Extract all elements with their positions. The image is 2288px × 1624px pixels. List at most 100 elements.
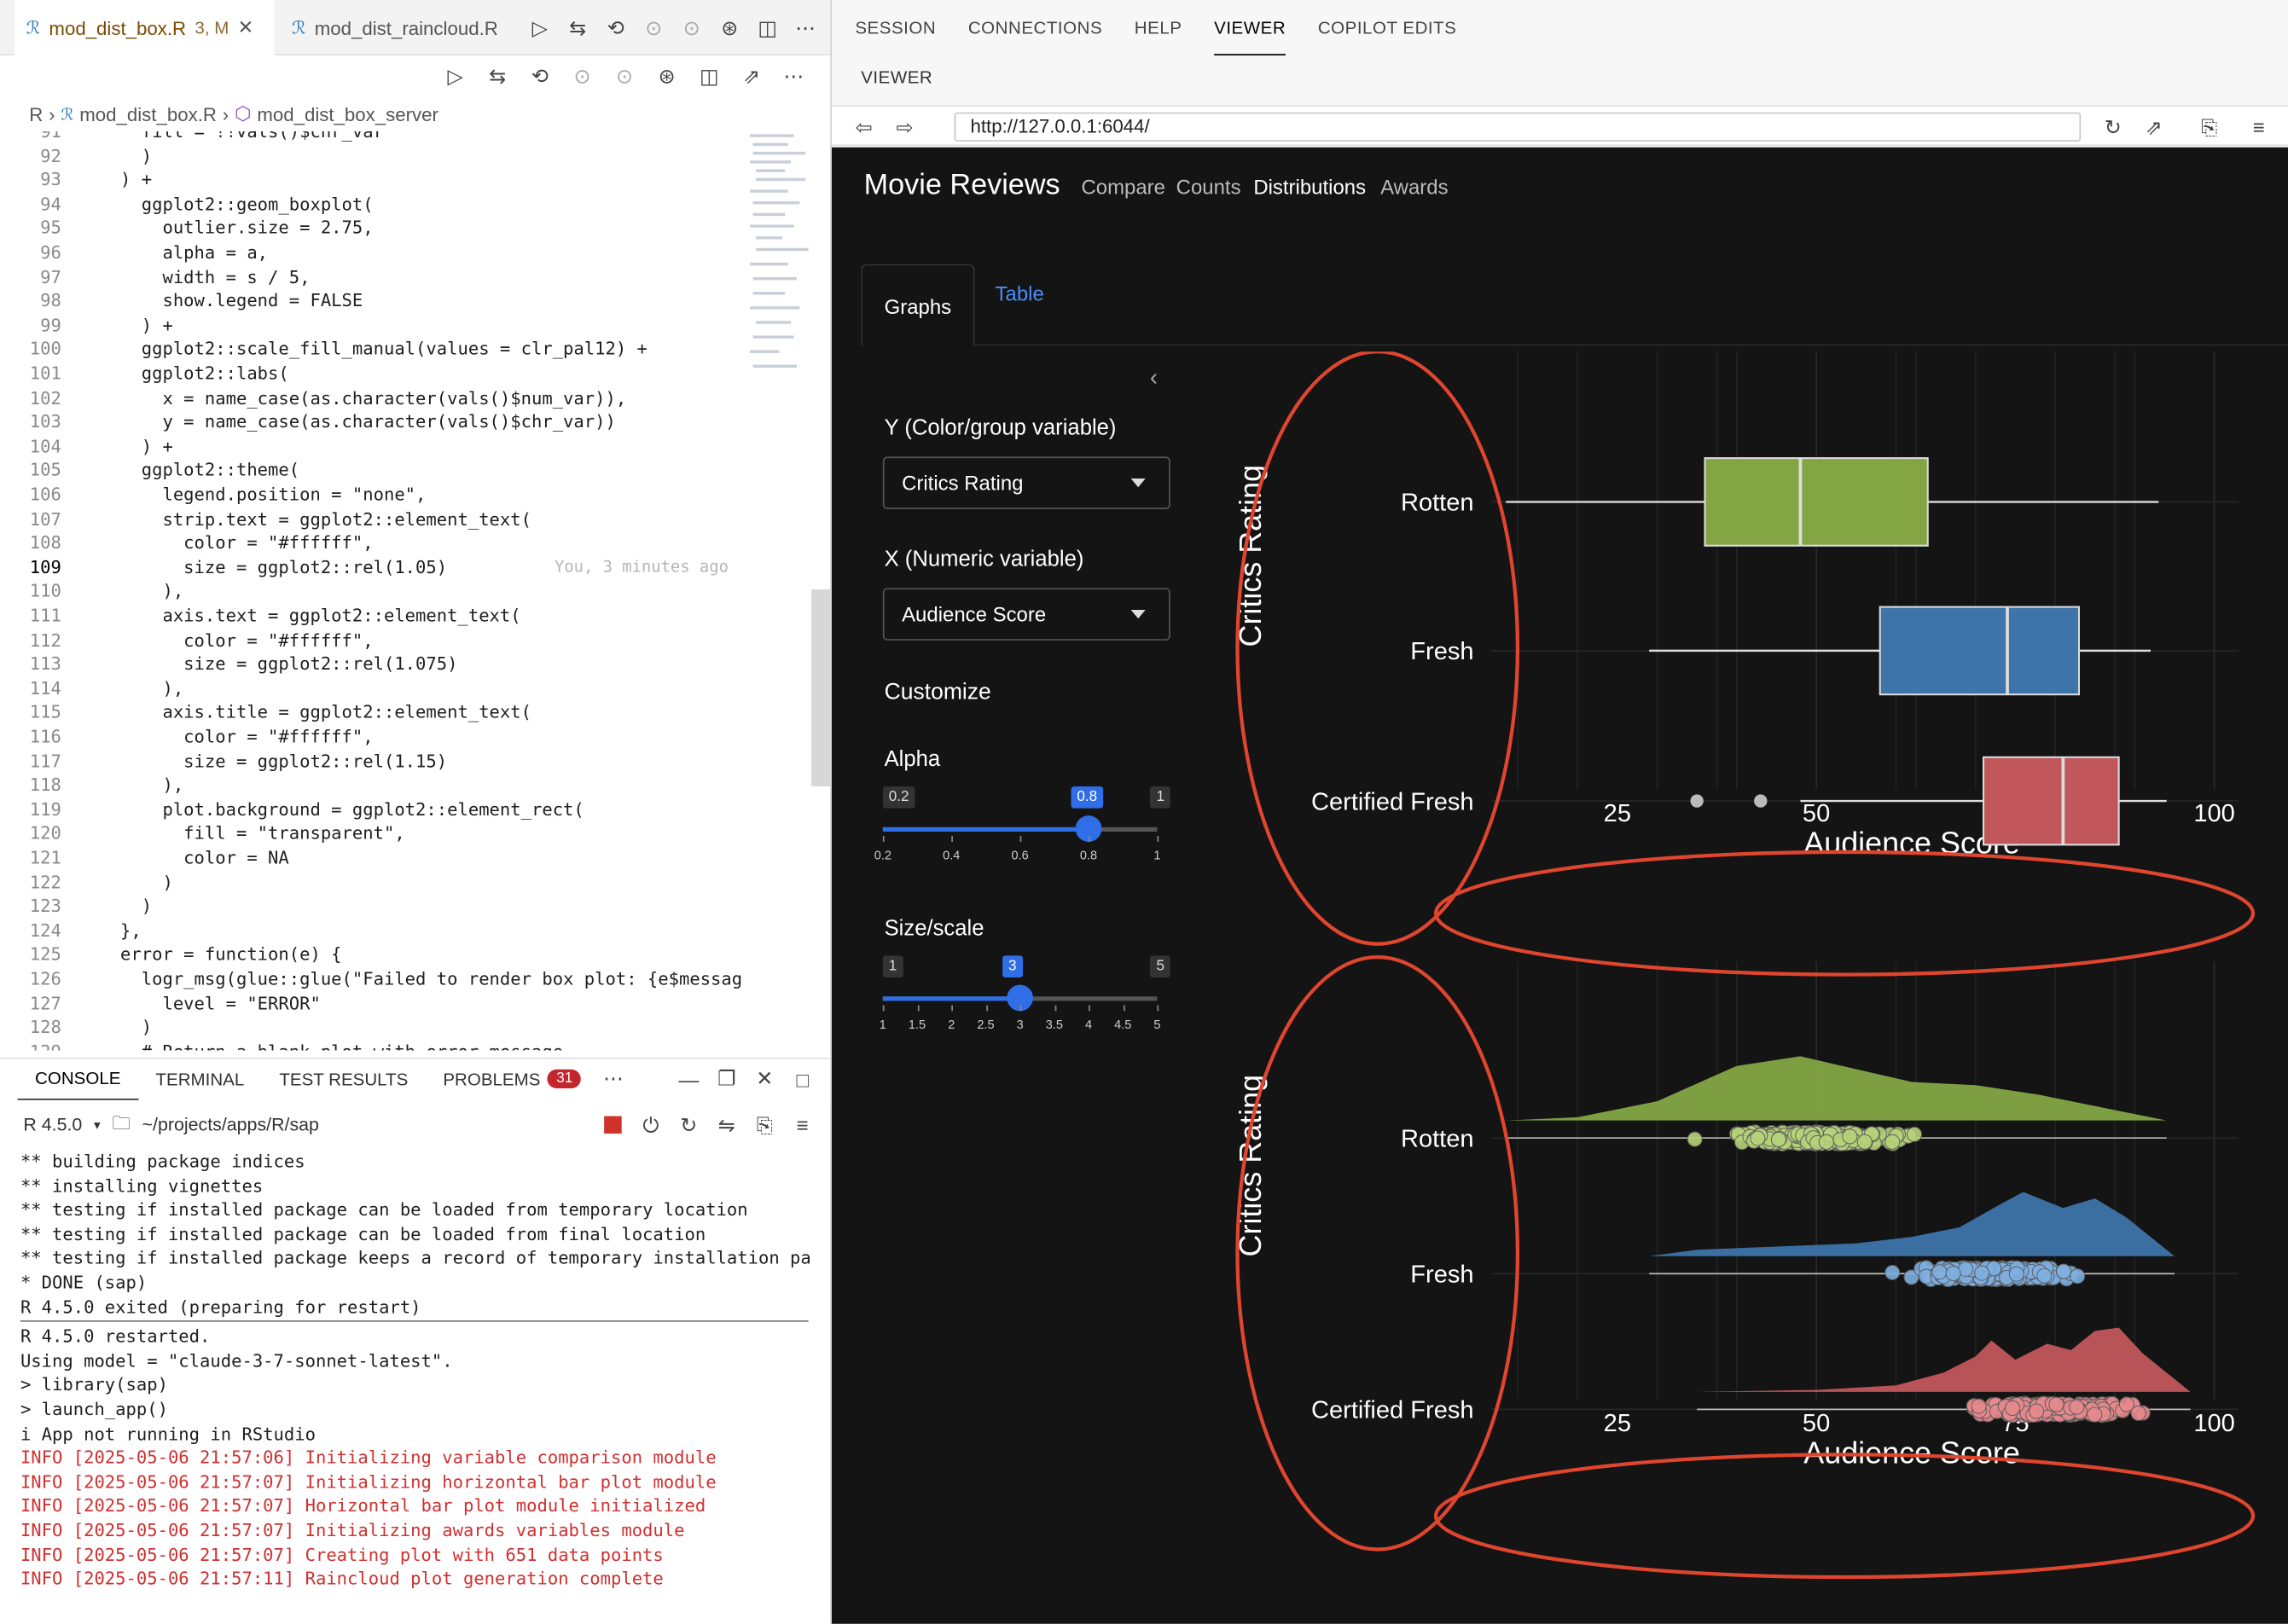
- close-icon[interactable]: ✕: [237, 15, 254, 38]
- tab-console[interactable]: CONSOLE: [17, 1058, 138, 1099]
- app-brand[interactable]: Movie Reviews: [863, 169, 1060, 202]
- forward-icon[interactable]: ⇨: [896, 114, 914, 138]
- code-line[interactable]: 116 color = "#ffffff",: [0, 725, 744, 749]
- git-icon[interactable]: ⊛: [658, 63, 676, 87]
- source-icon[interactable]: ⇆: [569, 14, 587, 39]
- interrupt-icon[interactable]: ⇋: [717, 1112, 735, 1136]
- previous-change-icon[interactable]: ⊙: [573, 63, 591, 87]
- restore-icon[interactable]: ❐: [717, 1066, 736, 1090]
- x-variable-select[interactable]: Audience Score: [882, 588, 1170, 641]
- tab-table[interactable]: Table: [995, 281, 1044, 305]
- code-line[interactable]: 124 },: [0, 919, 744, 942]
- code-line[interactable]: 127 level = "ERROR": [0, 991, 744, 1015]
- source-icon[interactable]: ⇆: [489, 63, 507, 87]
- tab-connections[interactable]: CONNECTIONS: [967, 17, 1103, 38]
- tab-copilot-edits[interactable]: COPILOT EDITS: [1317, 17, 1457, 38]
- editor-scrollbar[interactable]: [811, 589, 831, 786]
- tab-test-results[interactable]: TEST RESULTS: [279, 1068, 409, 1089]
- code-line[interactable]: 120 fill = "transparent",: [0, 822, 744, 846]
- code-line[interactable]: 119 plot.background = ggplot2::element_r…: [0, 798, 744, 821]
- code-line[interactable]: 122 ): [0, 870, 744, 894]
- y-variable-select[interactable]: Critics Rating: [882, 456, 1170, 509]
- code-line[interactable]: 105 ggplot2::theme(: [0, 459, 744, 483]
- next-change-icon[interactable]: ⊙: [616, 63, 634, 87]
- more-icon[interactable]: ⋯: [603, 1066, 624, 1090]
- code-line[interactable]: 103 y = name_case(as.character(vals()$ch…: [0, 410, 744, 434]
- code-line[interactable]: 115 axis.title = ggplot2::element_text(: [0, 701, 744, 725]
- nav-counts[interactable]: Counts: [1176, 175, 1241, 199]
- code-line[interactable]: 114 ),: [0, 676, 744, 700]
- code-line[interactable]: 96 alpha = a,: [0, 241, 744, 264]
- code-line[interactable]: 117 size = ggplot2::rel(1.15): [0, 750, 744, 774]
- code-line[interactable]: 101 ggplot2::labs(: [0, 362, 744, 386]
- code-line[interactable]: 112 color = "#ffffff",: [0, 629, 744, 652]
- split-editor-icon[interactable]: ◫: [758, 14, 778, 39]
- run-icon[interactable]: ▷: [447, 63, 463, 87]
- split-editor-icon[interactable]: ◫: [699, 63, 719, 87]
- code-line[interactable]: 113 size = ggplot2::rel(1.075): [0, 652, 744, 676]
- code-line[interactable]: 128 ): [0, 1016, 744, 1040]
- code-line[interactable]: 97 width = s / 5,: [0, 265, 744, 289]
- compare-icon[interactable]: ⟲: [607, 14, 624, 39]
- code-line[interactable]: 104 ) +: [0, 434, 744, 458]
- tab-session[interactable]: SESSION: [855, 17, 937, 38]
- git-icon[interactable]: ⊛: [721, 14, 739, 39]
- more-icon[interactable]: ⋯: [783, 63, 804, 87]
- console-output[interactable]: ** building package indices** installing…: [0, 1150, 811, 1616]
- code-line[interactable]: 109 size = ggplot2::rel(1.05)You, 3 minu…: [0, 555, 744, 579]
- code-line[interactable]: 126 logr_msg(glue::glue("Failed to rende…: [0, 967, 744, 991]
- power-icon[interactable]: ⏻: [642, 1112, 659, 1136]
- nav-compare[interactable]: Compare: [1081, 175, 1165, 199]
- code-line[interactable]: 118 ),: [0, 774, 744, 798]
- code-line[interactable]: 100 ggplot2::scale_fill_manual(values = …: [0, 338, 744, 362]
- code-line[interactable]: 111 axis.text = ggplot2::element_text(: [0, 604, 744, 628]
- code-line[interactable]: 106 legend.position = "none",: [0, 483, 744, 507]
- clear-console-icon[interactable]: ≡: [796, 1113, 809, 1137]
- tab-graphs[interactable]: Graphs: [861, 264, 975, 346]
- collapse-sidebar-icon[interactable]: ‹: [1149, 366, 1158, 392]
- reload-icon[interactable]: ↻: [2104, 114, 2122, 138]
- run-icon[interactable]: ▷: [531, 14, 549, 39]
- url-input[interactable]: http://127.0.0.1:6044/: [954, 112, 2082, 142]
- code-line[interactable]: 108 color = "#ffffff",: [0, 531, 744, 555]
- tab-help[interactable]: HELP: [1134, 17, 1182, 38]
- menu-icon[interactable]: ≡: [2252, 115, 2265, 139]
- nav-awards[interactable]: Awards: [1380, 175, 1449, 199]
- code-editor[interactable]: 91 fill = !!vals()$chr_var92 )93 ) +94 g…: [0, 131, 744, 1051]
- code-line[interactable]: 92 ): [0, 144, 744, 168]
- code-line[interactable]: 129 # Return a blank plot with error mes…: [0, 1040, 744, 1051]
- code-line[interactable]: 94 ggplot2::geom_boxplot(: [0, 192, 744, 216]
- next-change-icon[interactable]: ⊙: [682, 14, 700, 39]
- minimize-icon[interactable]: —: [678, 1067, 700, 1091]
- back-icon[interactable]: ⇦: [855, 114, 873, 138]
- code-line[interactable]: 93 ) +: [0, 168, 744, 192]
- close-icon[interactable]: ✕: [756, 1066, 774, 1090]
- code-line[interactable]: 99 ) +: [0, 313, 744, 337]
- code-line[interactable]: 123 ): [0, 895, 744, 919]
- editor-tab-mod-dist-raincloud[interactable]: ℛ mod_dist_raincloud.R: [292, 16, 498, 39]
- stop-icon[interactable]: [598, 1111, 627, 1140]
- open-external-icon[interactable]: ⇗: [2145, 114, 2163, 138]
- minimap[interactable]: [744, 131, 814, 394]
- editor-tab-mod-dist-box[interactable]: ℛ mod_dist_box.R 3, M ✕: [15, 0, 275, 55]
- r-version-select[interactable]: R 4.5.0: [23, 1114, 83, 1135]
- code-line[interactable]: 110 ),: [0, 580, 744, 604]
- code-line[interactable]: 91 fill = !!vals()$chr_var: [0, 131, 744, 144]
- open-external-icon[interactable]: ⇗: [742, 63, 760, 87]
- previous-change-icon[interactable]: ⊙: [645, 14, 663, 39]
- restart-icon[interactable]: ↻: [680, 1112, 698, 1136]
- nav-distributions[interactable]: Distributions: [1253, 175, 1367, 199]
- code-line[interactable]: 121 color = NA: [0, 846, 744, 870]
- code-line[interactable]: 98 show.legend = FALSE: [0, 289, 744, 313]
- more-icon[interactable]: ⋯: [795, 14, 816, 39]
- code-line[interactable]: 95 outlier.size = 2.75,: [0, 217, 744, 241]
- code-line[interactable]: 102 x = name_case(as.character(vals()$nu…: [0, 386, 744, 410]
- tab-terminal[interactable]: TERMINAL: [155, 1068, 245, 1089]
- tab-viewer[interactable]: VIEWER: [1214, 0, 1286, 55]
- compare-icon[interactable]: ⟲: [531, 63, 549, 87]
- copy-icon[interactable]: ⎘: [2201, 114, 2218, 138]
- code-line[interactable]: 107 strip.text = ggplot2::element_text(: [0, 508, 744, 531]
